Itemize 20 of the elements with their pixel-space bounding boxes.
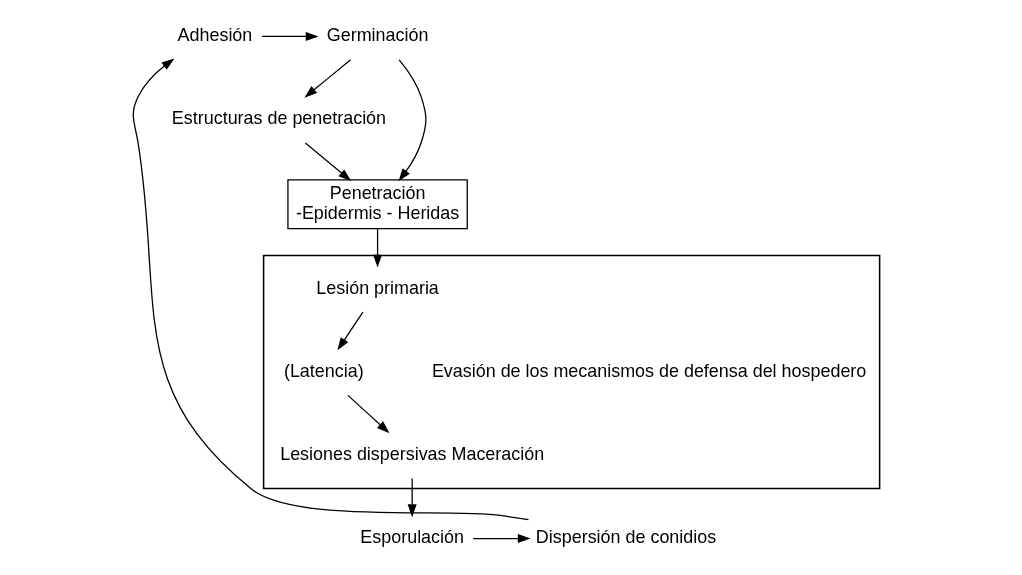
- node-box: Penetración -Epidermis - Heridas: [286, 179, 468, 230]
- node-text: Esporulación: [359, 527, 464, 548]
- arrow: [346, 394, 389, 434]
- node-text: Germinación: [326, 25, 428, 46]
- label: Evasión de los mecanismos de defensa del hospedero: [431, 360, 866, 381]
- arrow: [303, 59, 351, 98]
- node-text: Estructuras de penetración: [171, 108, 386, 129]
- arrow: [304, 142, 351, 182]
- arrow: [260, 32, 319, 41]
- arrow: [372, 228, 382, 268]
- arrow: [336, 311, 364, 351]
- node-text: Adhesión: [177, 25, 252, 46]
- node-text: Lesiones dispersivas Maceración: [279, 444, 544, 465]
- arrow: [472, 534, 531, 543]
- arrow: [407, 477, 417, 518]
- node-text: (Latencia): [283, 360, 364, 381]
- node-text: Dispersión de conidios: [535, 527, 716, 548]
- arrow: [397, 59, 427, 182]
- node-text: Lesión primaria: [315, 277, 439, 298]
- arrow: [132, 58, 529, 521]
